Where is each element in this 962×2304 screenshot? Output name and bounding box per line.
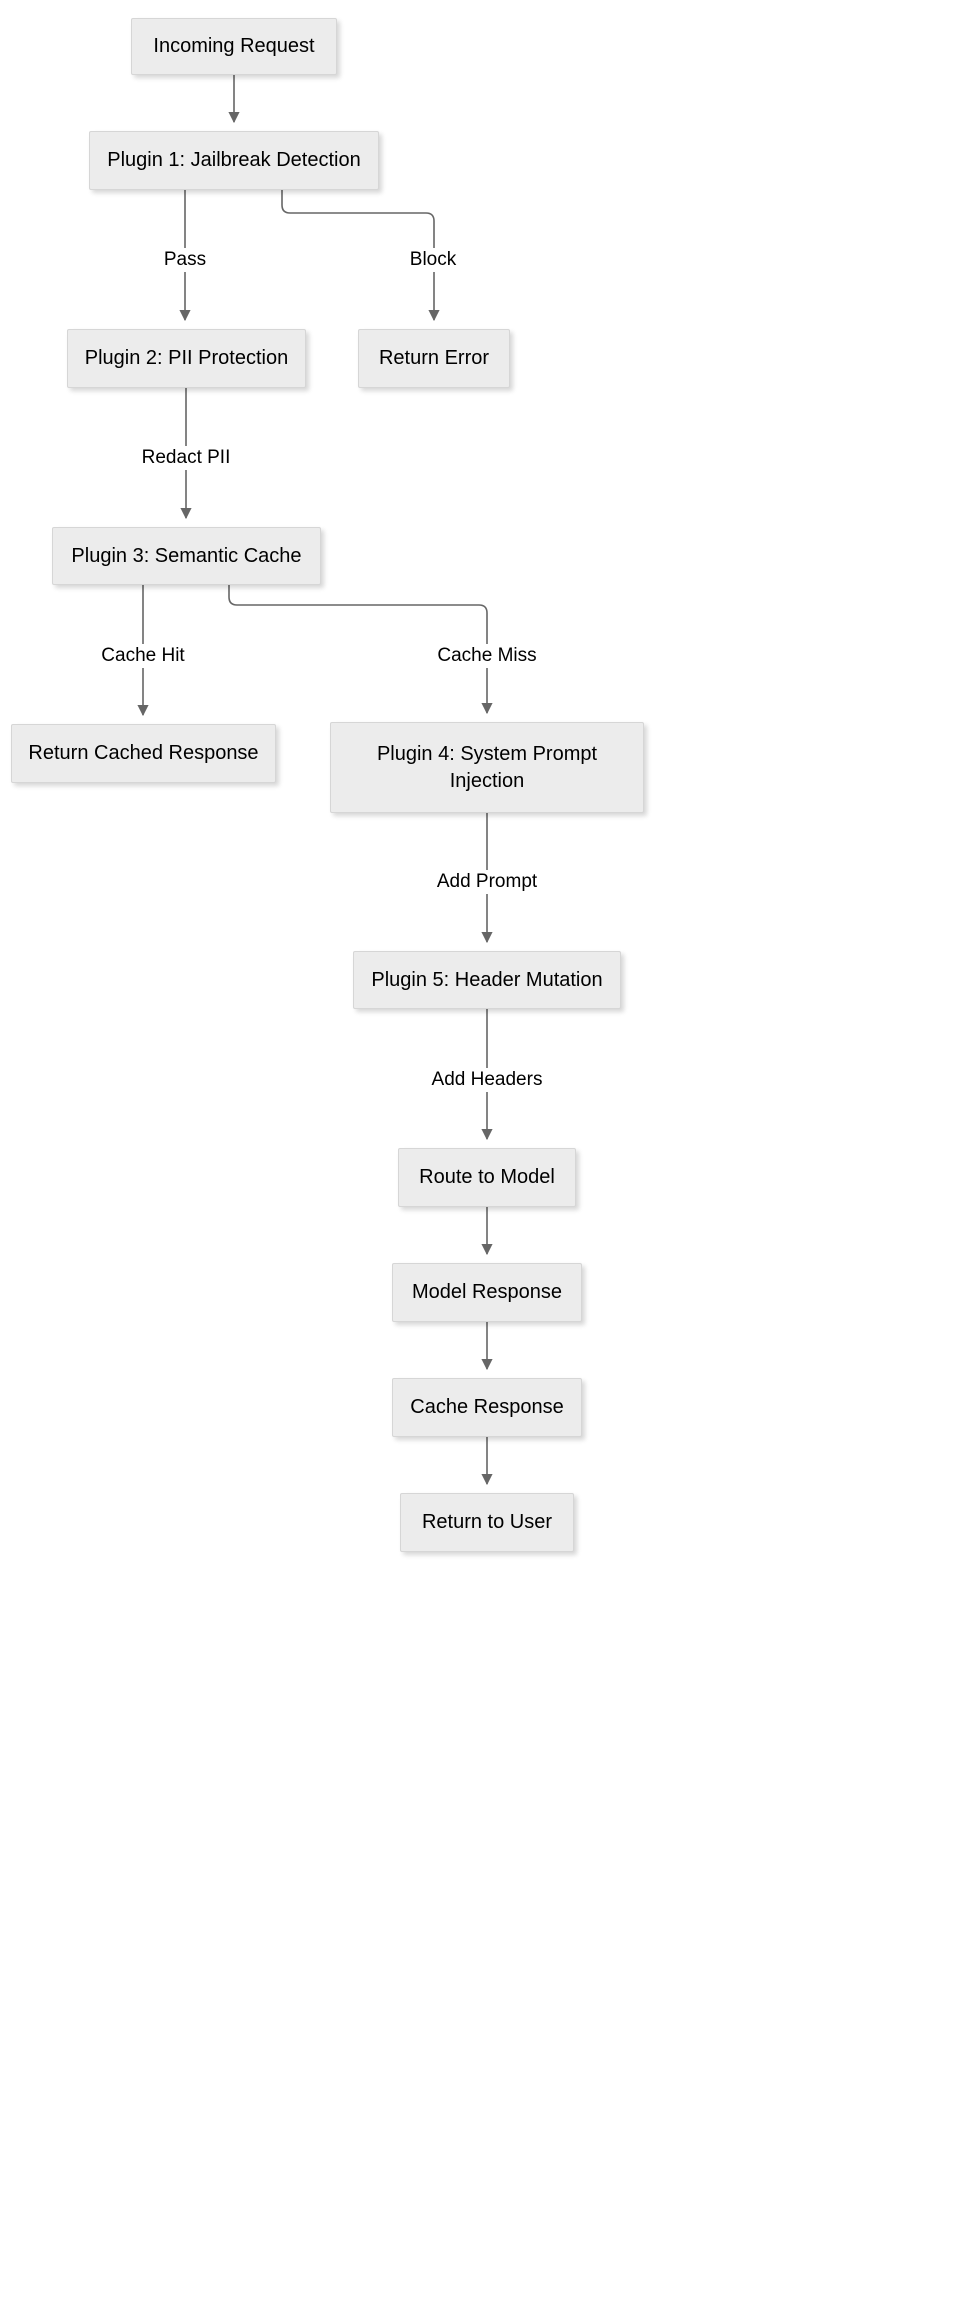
node-return-to-user[interactable]: Return to User <box>400 1493 574 1552</box>
node-model-response[interactable]: Model Response <box>392 1263 582 1322</box>
node-return-error[interactable]: Return Error <box>358 329 510 388</box>
node-label: Return Error <box>378 347 490 369</box>
node-route-to-model[interactable]: Route to Model <box>398 1148 576 1207</box>
node-label: Return to User <box>421 1511 553 1533</box>
node-plugin-2-pii-protection[interactable]: Plugin 2: PII Protection <box>67 329 306 388</box>
node-label: Return Cached Response <box>28 742 259 764</box>
edge-label-cache-hit: Cache Hit <box>97 644 189 668</box>
node-label: Cache Response <box>410 1396 564 1418</box>
node-label: Plugin 2: PII Protection <box>84 347 289 369</box>
edge-label-redact-pii: Redact PII <box>137 446 235 470</box>
node-incoming-request[interactable]: Incoming Request <box>131 18 337 75</box>
node-label: Plugin 1: Jailbreak Detection <box>107 149 361 171</box>
node-plugin-1-jailbreak-detection[interactable]: Plugin 1: Jailbreak Detection <box>89 131 379 190</box>
node-label: Plugin 5: Header Mutation <box>371 968 603 991</box>
edge-label-block: Block <box>405 248 461 272</box>
node-label: Plugin 4: System Prompt Injection <box>376 742 598 792</box>
node-label: Route to Model <box>419 1166 555 1188</box>
edge-label-cache-miss: Cache Miss <box>433 644 541 668</box>
node-cache-response[interactable]: Cache Response <box>392 1378 582 1437</box>
node-plugin-4-system-prompt-injection[interactable]: Plugin 4: System Prompt Injection <box>330 722 644 813</box>
node-plugin-5-header-mutation[interactable]: Plugin 5: Header Mutation <box>353 951 621 1009</box>
edge-label-add-headers: Add Headers <box>427 1068 547 1092</box>
node-label: Incoming Request <box>153 35 315 57</box>
edge-label-add-prompt: Add Prompt <box>432 870 542 894</box>
node-label: Model Response <box>411 1281 563 1303</box>
edge-label-pass: Pass <box>159 248 211 272</box>
node-return-cached-response[interactable]: Return Cached Response <box>11 724 276 783</box>
node-label: Plugin 3: Semantic Cache <box>71 544 302 567</box>
node-plugin-3-semantic-cache[interactable]: Plugin 3: Semantic Cache <box>52 527 321 585</box>
